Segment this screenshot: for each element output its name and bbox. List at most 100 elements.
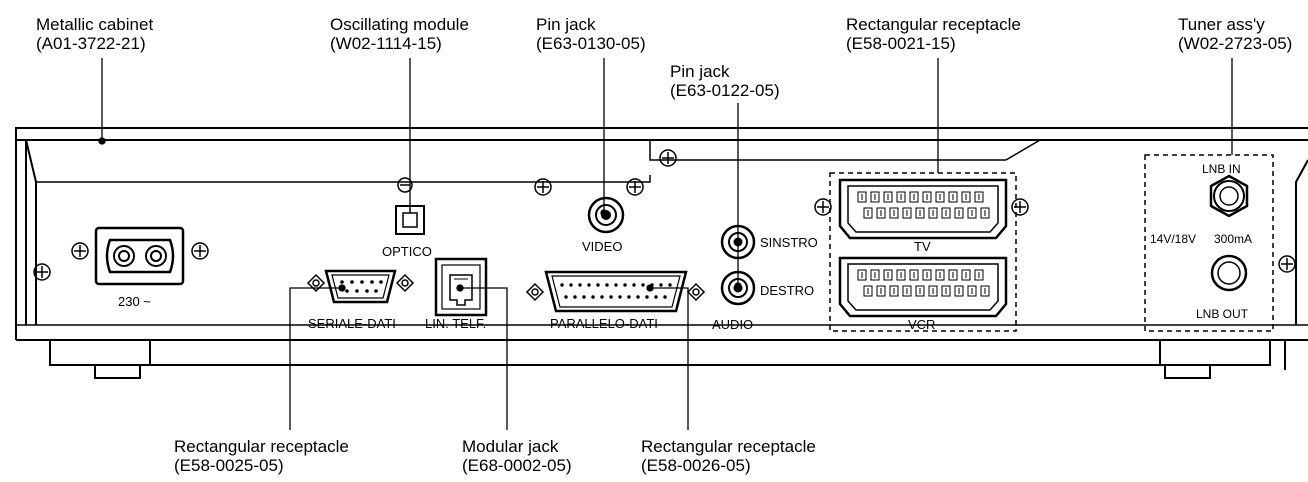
pin — [609, 295, 613, 299]
pin — [941, 285, 951, 297]
pin — [641, 283, 645, 287]
pin — [883, 269, 893, 281]
pin — [948, 269, 958, 281]
callout-name: Modular jack — [462, 437, 559, 456]
callout-name: Rectangular receptacle — [641, 437, 816, 456]
pin — [889, 285, 899, 297]
pin — [632, 283, 636, 287]
pin — [573, 295, 577, 299]
callout-part-number: (E58-0025-05) — [174, 456, 284, 475]
callout-pin-jack-video: Pin jack (E63-0130-05) — [536, 15, 646, 53]
sinstro-label: SINSTRO — [760, 235, 818, 250]
pin — [596, 283, 600, 287]
pin — [941, 207, 951, 219]
pin — [618, 295, 622, 299]
screw-icon — [33, 263, 51, 281]
callout-oscillating-module: Oscillating module (W02-1114-15) — [330, 15, 469, 53]
pin — [560, 283, 564, 287]
screw-icon — [71, 242, 89, 260]
pin — [961, 191, 971, 203]
power-label: 230 ~ — [118, 294, 151, 309]
lnb-out-connector — [1210, 254, 1248, 292]
pin — [668, 283, 672, 287]
vcr-label: VCR — [908, 317, 935, 332]
leader-lines — [98, 58, 1233, 430]
scart-vcr — [838, 256, 1008, 318]
callout-rect-receptacle-scart: Rectangular receptacle (E58-0021-15) — [846, 15, 1021, 53]
screw-icon — [534, 178, 552, 196]
callout-rect-receptacle-parallel: Rectangular receptacle (E58-0026-05) — [641, 437, 816, 475]
pin — [948, 191, 958, 203]
pin — [896, 269, 906, 281]
pin — [915, 207, 925, 219]
destro-label: DESTRO — [760, 283, 814, 298]
pin — [980, 285, 990, 297]
callout-name: Oscillating module — [330, 15, 469, 34]
pin — [591, 295, 595, 299]
pin — [863, 285, 873, 297]
callout-part-number: (E63-0130-05) — [536, 34, 646, 53]
callout-name: Rectangular receptacle — [174, 437, 349, 456]
pin — [922, 191, 932, 203]
power-inlet — [94, 226, 185, 286]
parallel-port — [525, 270, 706, 313]
scart-tv — [838, 178, 1008, 240]
callout-part-number: (E58-0021-15) — [846, 34, 956, 53]
pin — [922, 269, 932, 281]
screw-icon — [1011, 198, 1029, 216]
callout-name: Pin jack — [536, 15, 596, 34]
callout-part-number: (W02-2723-05) — [1178, 34, 1293, 53]
callout-part-number: (E63-0122-05) — [670, 81, 780, 100]
pin — [909, 191, 919, 203]
callout-metallic-cabinet: Metallic cabinet (A01-3722-21) — [36, 15, 153, 53]
callout-part-number: (A01-3722-21) — [36, 34, 146, 53]
pin — [961, 269, 971, 281]
callout-modular-jack: Modular jack (E68-0002-05) — [462, 437, 572, 475]
pin — [928, 207, 938, 219]
serial-port — [306, 269, 415, 304]
pin — [954, 207, 964, 219]
pin — [569, 283, 573, 287]
pin — [600, 295, 604, 299]
pin — [967, 207, 977, 219]
pin — [582, 295, 586, 299]
current-label: 300mA — [1214, 232, 1252, 246]
pin — [587, 283, 591, 287]
callout-name: Pin jack — [670, 62, 730, 81]
parallelo-label: PARALLELO-DATI — [550, 316, 658, 331]
optico-label: OPTICO — [382, 244, 432, 259]
pin — [654, 295, 658, 299]
pin — [876, 207, 886, 219]
tuner-group-outline — [1144, 154, 1274, 332]
screw-icon — [397, 177, 413, 193]
pin — [876, 285, 886, 297]
screw-icon — [191, 242, 209, 260]
lnb-in-connector — [1209, 174, 1249, 218]
cabinet-outline — [15, 127, 1308, 379]
pin — [870, 269, 880, 281]
pin — [902, 285, 912, 297]
pin — [974, 191, 984, 203]
pin — [659, 283, 663, 287]
callout-part-number: (E58-0026-05) — [641, 456, 751, 475]
pin — [578, 283, 582, 287]
callout-part-number: (E68-0002-05) — [462, 456, 572, 475]
callout-tuner: Tuner ass'y (W02-2723-05) — [1178, 15, 1292, 53]
pin — [663, 295, 667, 299]
pin — [954, 285, 964, 297]
pin — [883, 191, 893, 203]
callout-name: Tuner ass'y — [1178, 15, 1265, 34]
lnb-in-label: LNB IN — [1202, 162, 1241, 176]
pin — [857, 269, 867, 281]
lnb-out-label: LNB OUT — [1196, 307, 1249, 321]
pin — [623, 283, 627, 287]
callout-pin-jack-audio: Pin jack (E63-0122-05) — [670, 62, 780, 100]
pin — [627, 295, 631, 299]
voltage-label: 14V/18V — [1150, 232, 1196, 246]
pin — [889, 207, 899, 219]
pin — [605, 283, 609, 287]
screw-icon — [626, 178, 644, 196]
pin — [896, 191, 906, 203]
pin — [974, 269, 984, 281]
pin — [645, 295, 649, 299]
